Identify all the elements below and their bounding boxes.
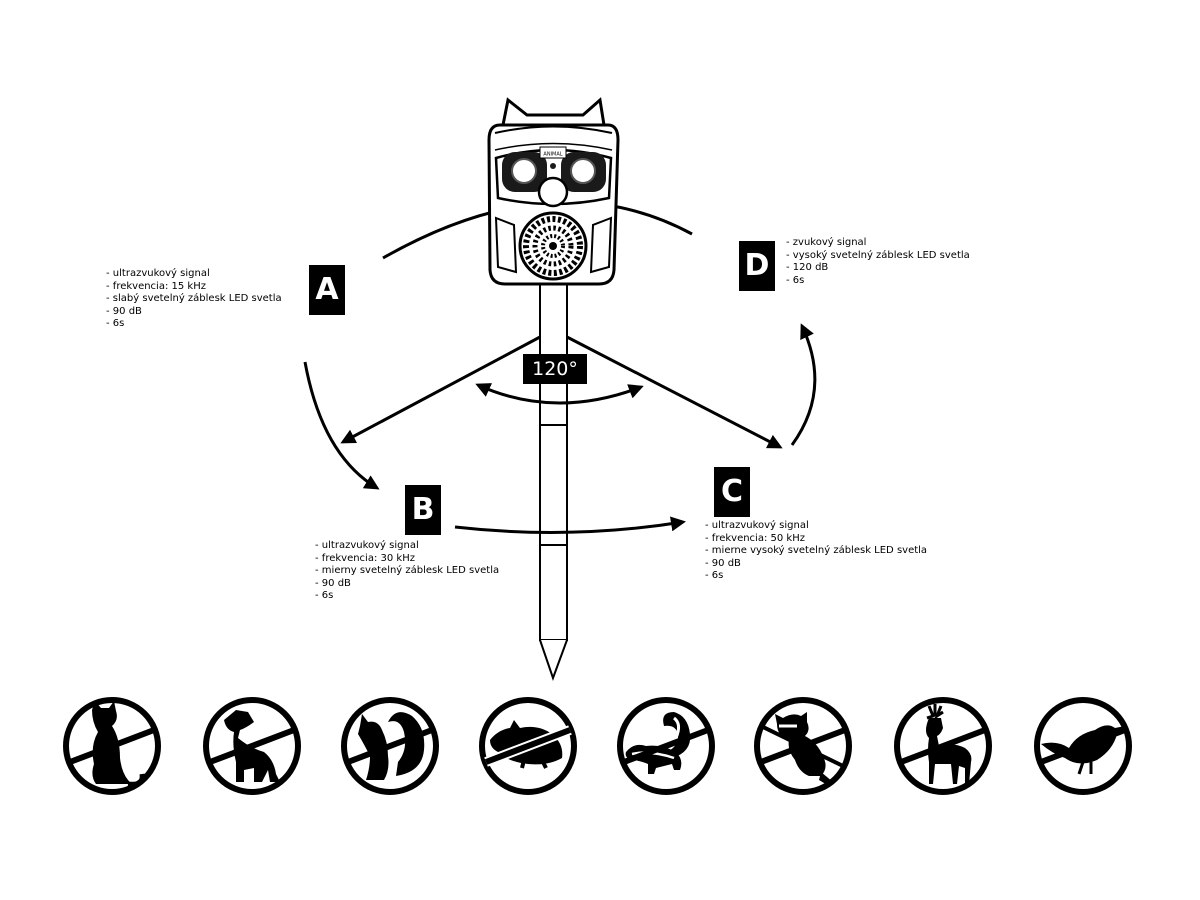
mode-c-features: ultrazvukový signal frekvencia: 50 kHz m…	[705, 520, 927, 583]
no-squirrel-icon	[341, 697, 439, 795]
arrow-a-to-b	[303, 361, 380, 490]
mode-d-feature: vysoký svetelný záblesk LED svetla	[786, 250, 970, 263]
ground-stake	[539, 281, 568, 681]
mode-d-feature: zvukový signal	[786, 237, 970, 250]
angle-arc	[475, 383, 644, 405]
mode-b-feature: 90 dB	[315, 578, 499, 591]
no-bird-icon	[1034, 697, 1132, 795]
repeller-device: ANIMAL	[487, 97, 620, 286]
mode-c-feature: 90 dB	[705, 558, 927, 571]
mode-a-features: ultrazvukový signal frekvencia: 15 kHz s…	[106, 268, 282, 331]
mode-a-feature: frekvencia: 15 kHz	[106, 281, 282, 294]
no-deer-icon	[894, 697, 992, 795]
mode-b-badge: B	[405, 485, 441, 535]
mode-c-feature: frekvencia: 50 kHz	[705, 533, 927, 546]
mode-c-feature: mierne vysoký svetelný záblesk LED svetl…	[705, 545, 927, 558]
mode-d-features: zvukový signal vysoký svetelný záblesk L…	[786, 237, 970, 287]
coverage-line-right	[566, 335, 783, 449]
no-rat-icon	[479, 697, 577, 795]
mode-b-feature: frekvencia: 30 kHz	[315, 553, 499, 566]
mode-d-feature: 6s	[786, 275, 970, 288]
mode-b-feature: mierny svetelný záblesk LED svetla	[315, 565, 499, 578]
mode-c-badge: C	[714, 467, 750, 517]
mode-a-feature: 90 dB	[106, 306, 282, 319]
mode-d-badge: D	[739, 241, 775, 291]
arrow-b-to-c	[454, 516, 686, 534]
speaker-grille	[518, 211, 588, 281]
angle-label: 120°	[523, 354, 587, 384]
no-raccoon-icon	[754, 697, 852, 795]
no-dog-icon	[203, 697, 301, 795]
mode-c-feature: ultrazvukový signal	[705, 520, 927, 533]
no-skunk-icon	[617, 697, 715, 795]
device-brand-label: ANIMAL	[543, 152, 562, 158]
mode-a-feature: 6s	[106, 318, 282, 331]
mode-a-feature: ultrazvukový signal	[106, 268, 282, 281]
mode-d-feature: 120 dB	[786, 262, 970, 275]
mode-a-feature: slabý svetelný záblesk LED svetla	[106, 293, 282, 306]
mode-a-badge: A	[309, 265, 345, 315]
mode-b-features: ultrazvukový signal frekvencia: 30 kHz m…	[315, 540, 499, 603]
mode-b-feature: 6s	[315, 590, 499, 603]
no-cat-icon	[63, 697, 161, 795]
coverage-line-left	[340, 335, 541, 444]
arrow-c-to-d	[790, 323, 817, 446]
mode-c-feature: 6s	[705, 570, 927, 583]
mode-b-feature: ultrazvukový signal	[315, 540, 499, 553]
